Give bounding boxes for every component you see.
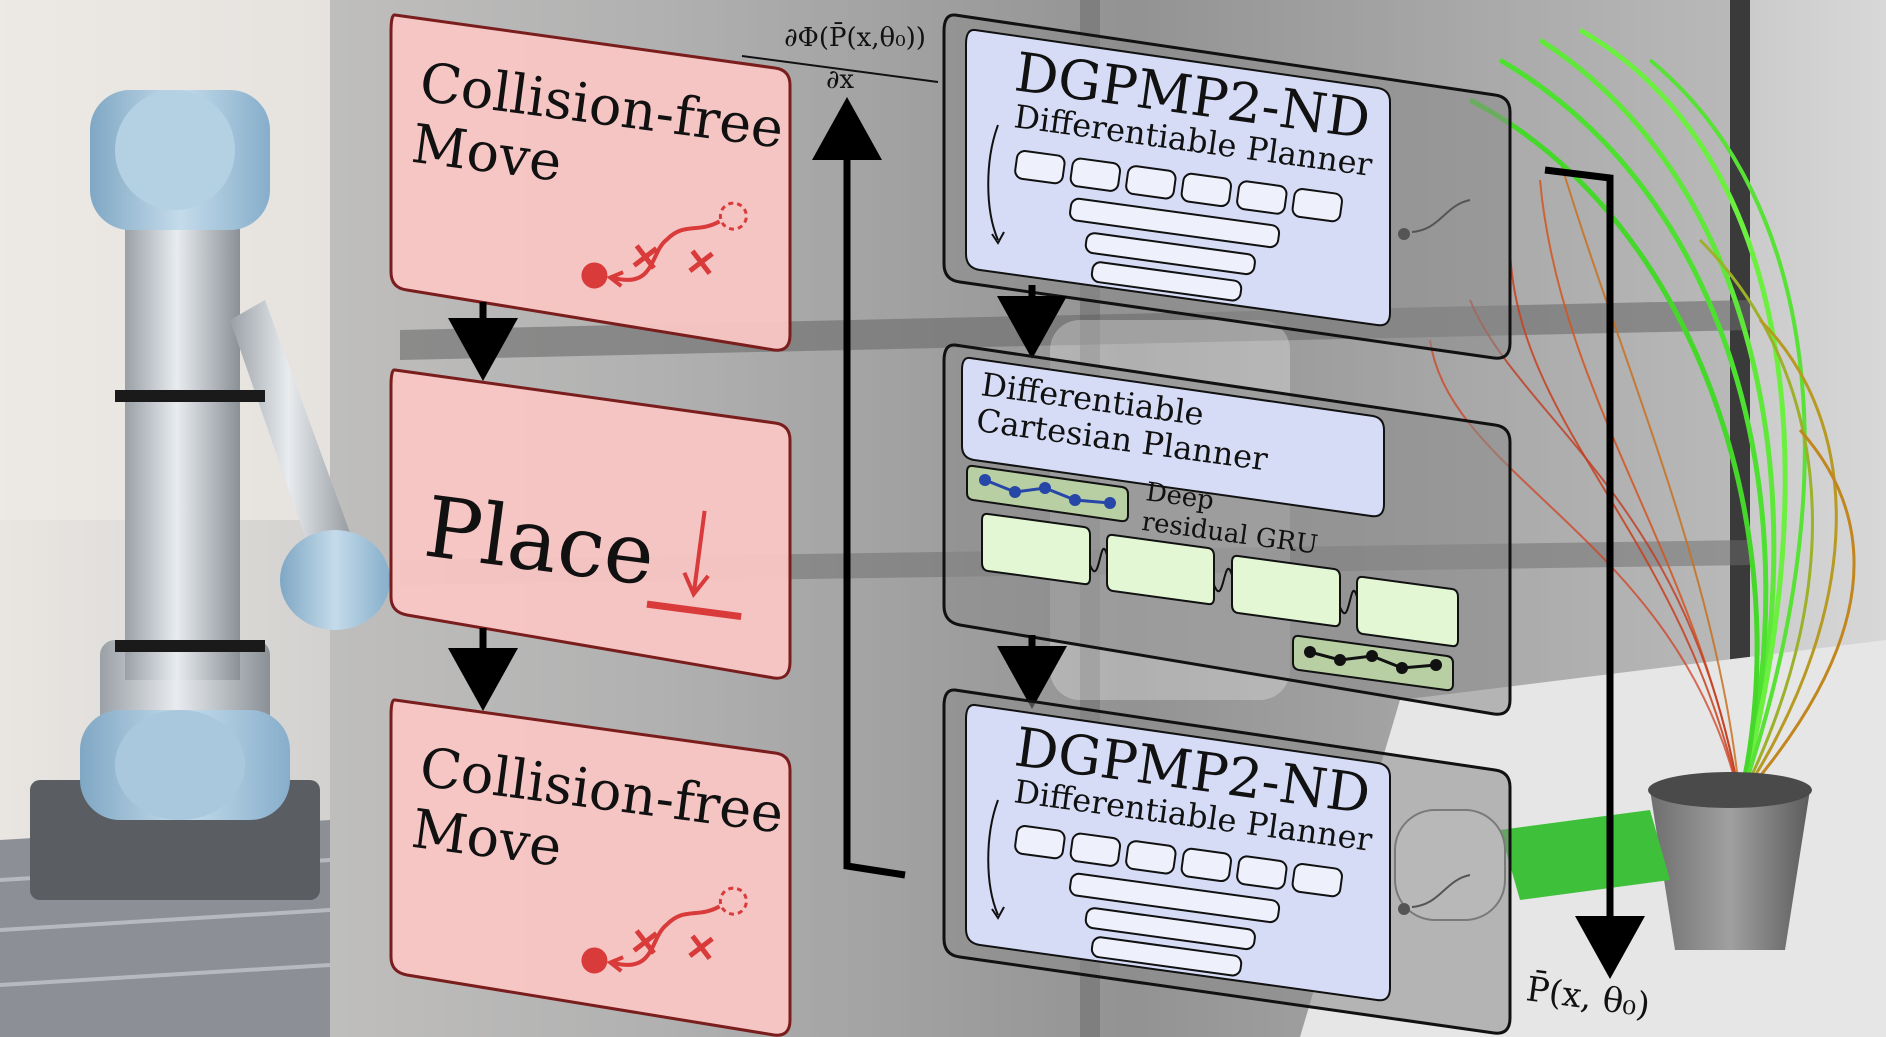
factor-graph-icon <box>1014 150 1343 302</box>
robot-arm-photo <box>30 90 390 900</box>
task-box-collision-free-move-1: Collision-free Move <box>389 13 792 352</box>
collision-free-path-icon <box>581 886 748 974</box>
task-box-collision-free-move-2: Collision-free Move <box>389 698 792 1037</box>
output-arrow <box>1544 166 1645 979</box>
mini-trajectory-icon <box>1398 874 1471 915</box>
gradient-numerator: ∂Φ(P̄(x,θ₀)) <box>784 21 926 53</box>
loop-arrow-icon <box>987 124 1005 245</box>
task-box-place: Place <box>389 368 792 680</box>
gradient-label: ∂Φ(P̄(x,θ₀)) ∂x <box>741 21 939 95</box>
planner-panel-top: DGPMP2-ND Differentiable Planner <box>942 13 1512 360</box>
gru-chain <box>981 512 1459 648</box>
trajectory-input-icon <box>966 464 1129 523</box>
planner-panel-bottom: DGPMP2-ND Differentiable Planner <box>942 688 1512 1035</box>
mini-trajectory-icon <box>1398 199 1471 240</box>
collision-free-path-icon <box>581 201 748 289</box>
loop-arrow-icon <box>987 799 1005 920</box>
cartesian-panel: Differentiable Cartesian Planner Deep re… <box>942 343 1512 716</box>
trajectory-output-icon <box>1292 634 1454 692</box>
place-down-icon <box>646 510 742 621</box>
gradient-feedback-arrow <box>812 97 906 879</box>
gradient-denominator: ∂x <box>826 65 854 95</box>
factor-graph-icon <box>1014 825 1343 977</box>
